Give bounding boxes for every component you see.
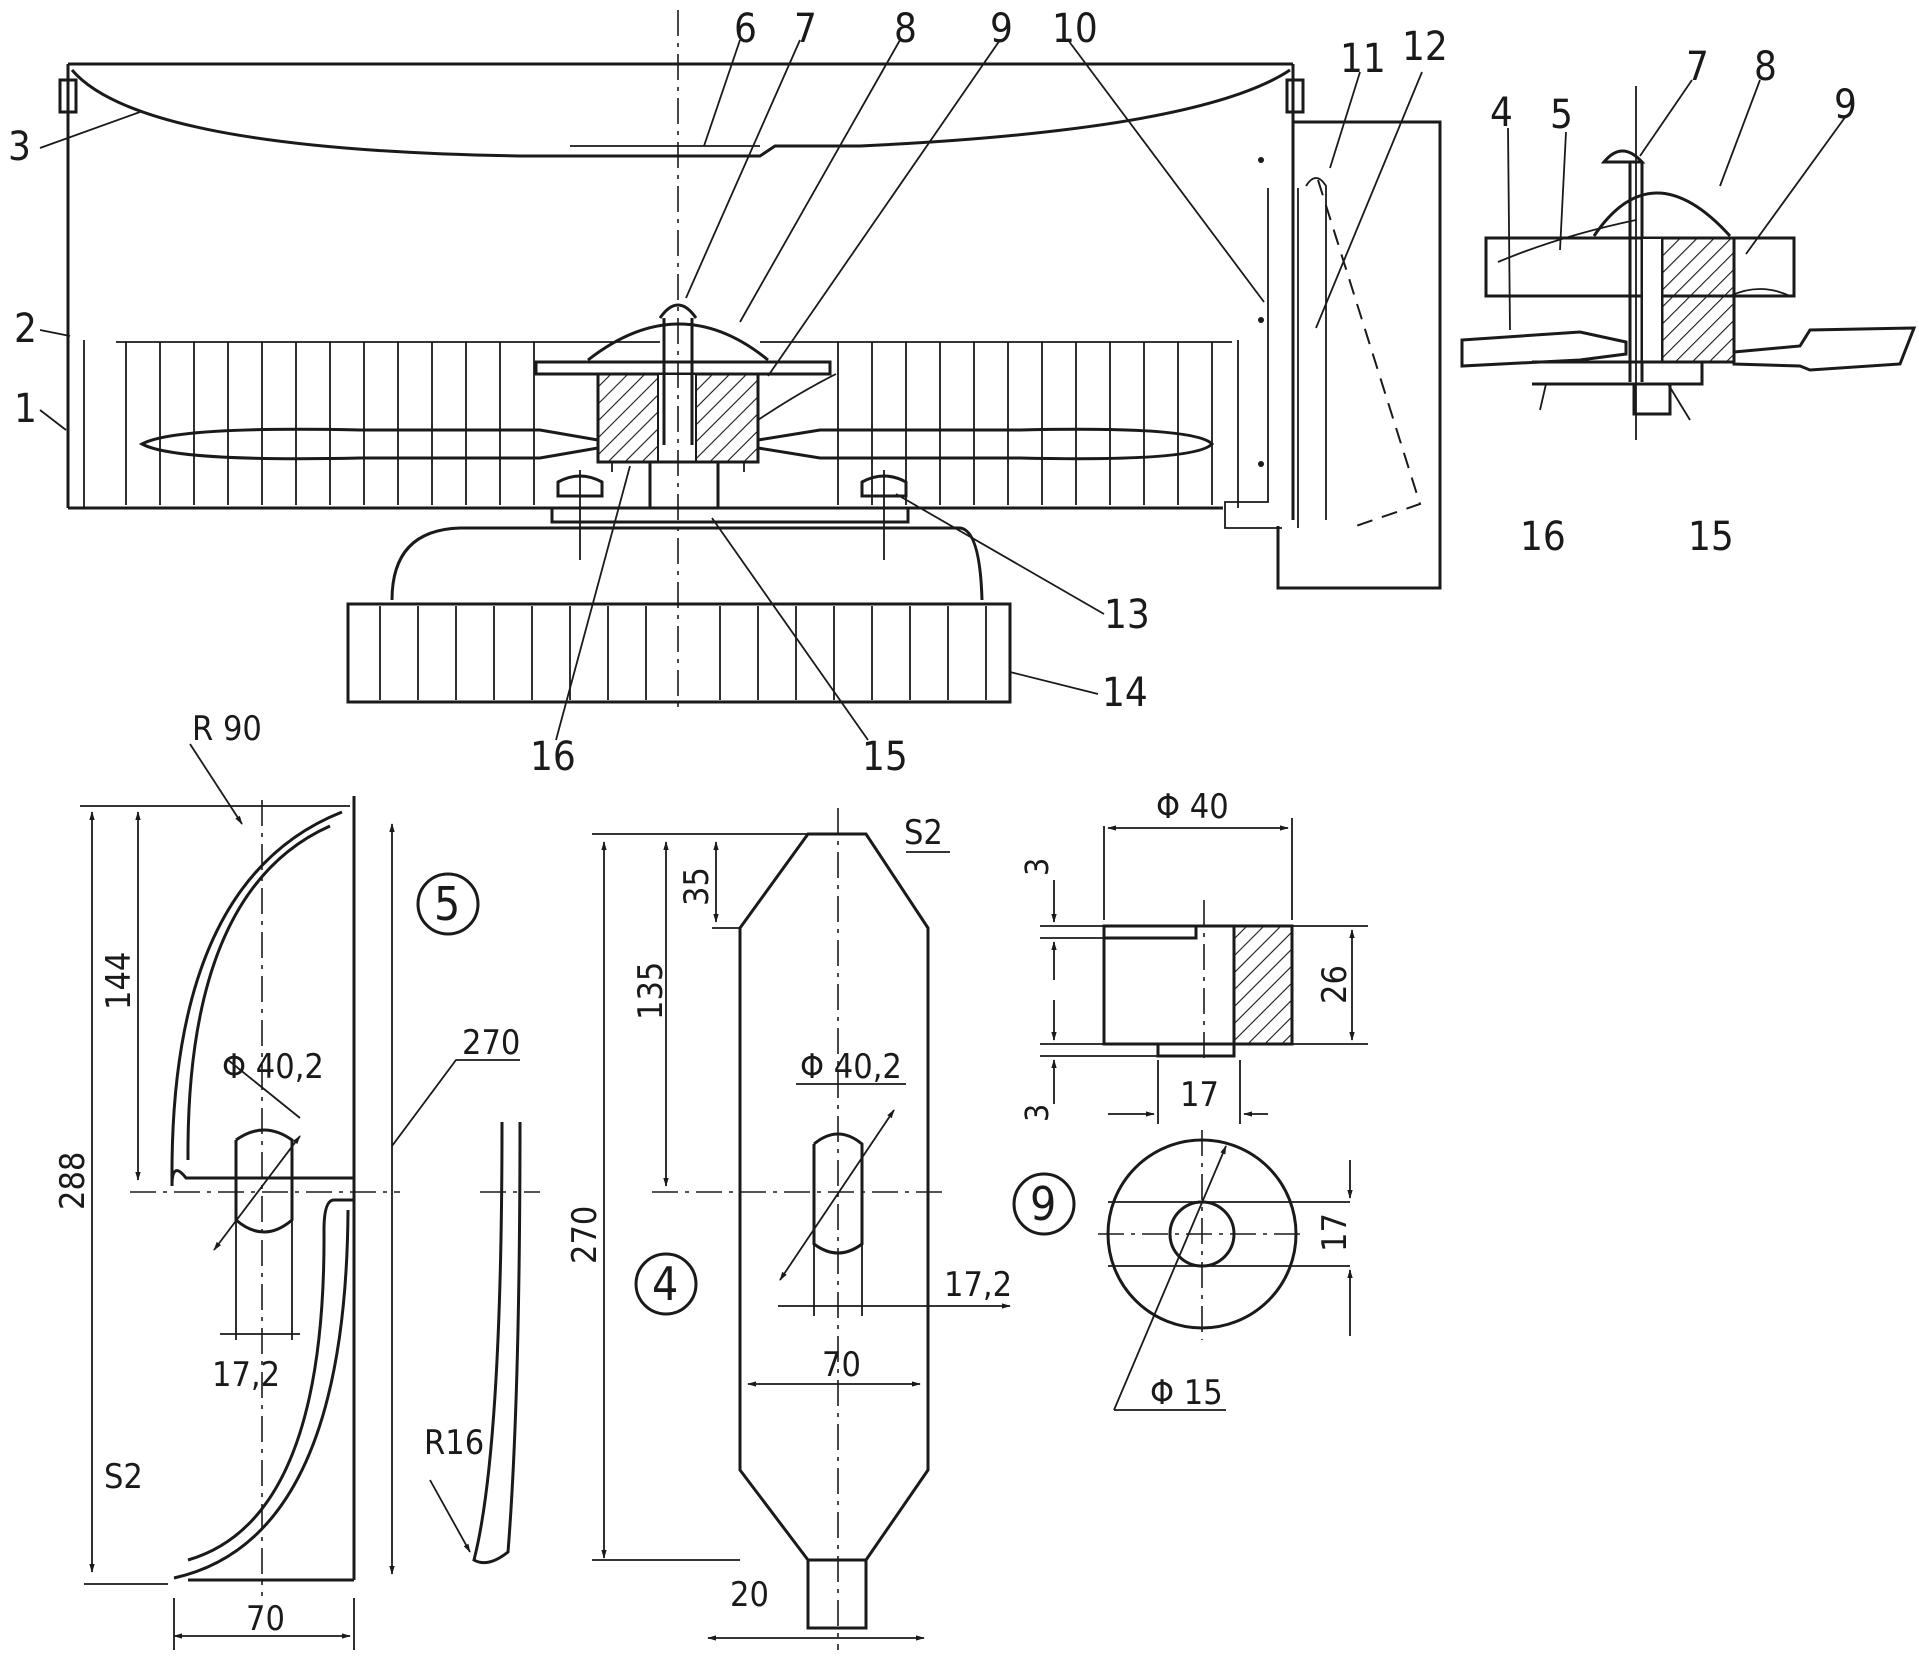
part-5-drawing: 5 R 90 288 144 270 Φ 40,2 17,2 S2 70 R16 — [53, 709, 540, 1650]
part-9-17-side: 17 — [1315, 1213, 1355, 1252]
part-4-135: 135 — [631, 962, 671, 1020]
part-5-phi402: Φ 40,2 — [222, 1047, 324, 1087]
part-5-70: 70 — [246, 1599, 285, 1639]
callout-13: 13 — [1104, 592, 1150, 638]
callout-3: 3 — [8, 124, 31, 170]
detail-section-view: 4 5 7 8 9 16 15 — [1460, 44, 1917, 560]
part-5-circle — [416, 872, 480, 936]
detail-callout-9: 9 — [1834, 82, 1857, 128]
detail-callout-5: 5 — [1550, 92, 1573, 138]
part-9-circle — [1012, 1172, 1076, 1236]
part-5-270: 270 — [462, 1023, 520, 1063]
detail-callout-8: 8 — [1754, 44, 1777, 90]
assembly-section-view: 1 2 3 6 7 8 9 10 11 12 13 14 15 16 — [8, 6, 1448, 780]
part-5-label: 5 — [434, 877, 460, 931]
callout-12: 12 — [1402, 24, 1448, 70]
part-5-s2: S2 — [104, 1457, 143, 1497]
callout-6: 6 — [734, 6, 757, 52]
motor-fins — [379, 606, 987, 700]
part-9-3-top: 3 — [1018, 858, 1056, 876]
part-4-s2: S2 — [904, 813, 943, 853]
part-4-drawing: 4 S2 35 135 270 Φ 40,2 17,2 70 20 — [565, 808, 1012, 1650]
part-9-drawing: 9 Φ 40 3 3 26 17 17 Φ 15 — [1012, 787, 1368, 1413]
callout-9: 9 — [990, 6, 1013, 52]
callout-11: 11 — [1340, 36, 1386, 82]
detail-callout-7: 7 — [1686, 44, 1709, 90]
part-9-26: 26 — [1315, 965, 1355, 1004]
left-fins — [125, 342, 535, 505]
callout-7: 7 — [794, 6, 817, 52]
callout-10: 10 — [1052, 6, 1098, 52]
detail-callout-16: 16 — [1520, 514, 1566, 560]
callout-15: 15 — [862, 734, 908, 780]
part-4-circle — [634, 1252, 698, 1316]
part-9-phi15: Φ 15 — [1150, 1373, 1223, 1413]
part-9-17-bore: 17 — [1180, 1075, 1219, 1115]
callout-1: 1 — [14, 386, 37, 432]
part-9-label: 9 — [1030, 1177, 1056, 1231]
part-5-r90: R 90 — [192, 709, 262, 749]
part-9-phi40: Φ 40 — [1156, 787, 1229, 827]
part-4-phi402: Φ 40,2 — [800, 1047, 902, 1087]
part-9-3-bottom: 3 — [1018, 1104, 1056, 1122]
detail-callout-4: 4 — [1490, 90, 1513, 136]
part-5-r16: R16 — [424, 1423, 484, 1463]
callout-16: 16 — [530, 734, 576, 780]
part-4-70: 70 — [822, 1345, 861, 1385]
callout-2: 2 — [14, 306, 37, 352]
part-4-35: 35 — [677, 867, 717, 906]
part-5-172: 17,2 — [212, 1355, 280, 1395]
part-5-144: 144 — [99, 952, 139, 1010]
callout-14: 14 — [1102, 670, 1148, 716]
part-4-label: 4 — [652, 1257, 678, 1311]
part-5-288: 288 — [53, 1152, 93, 1210]
detail-callout-15: 15 — [1688, 514, 1734, 560]
part-4-20: 20 — [730, 1575, 769, 1615]
assembly-leaders — [39, 39, 1423, 741]
part-4-270: 270 — [565, 1206, 605, 1264]
callout-8: 8 — [894, 6, 917, 52]
part-4-172: 17,2 — [944, 1265, 1012, 1305]
right-fins — [837, 342, 1213, 505]
